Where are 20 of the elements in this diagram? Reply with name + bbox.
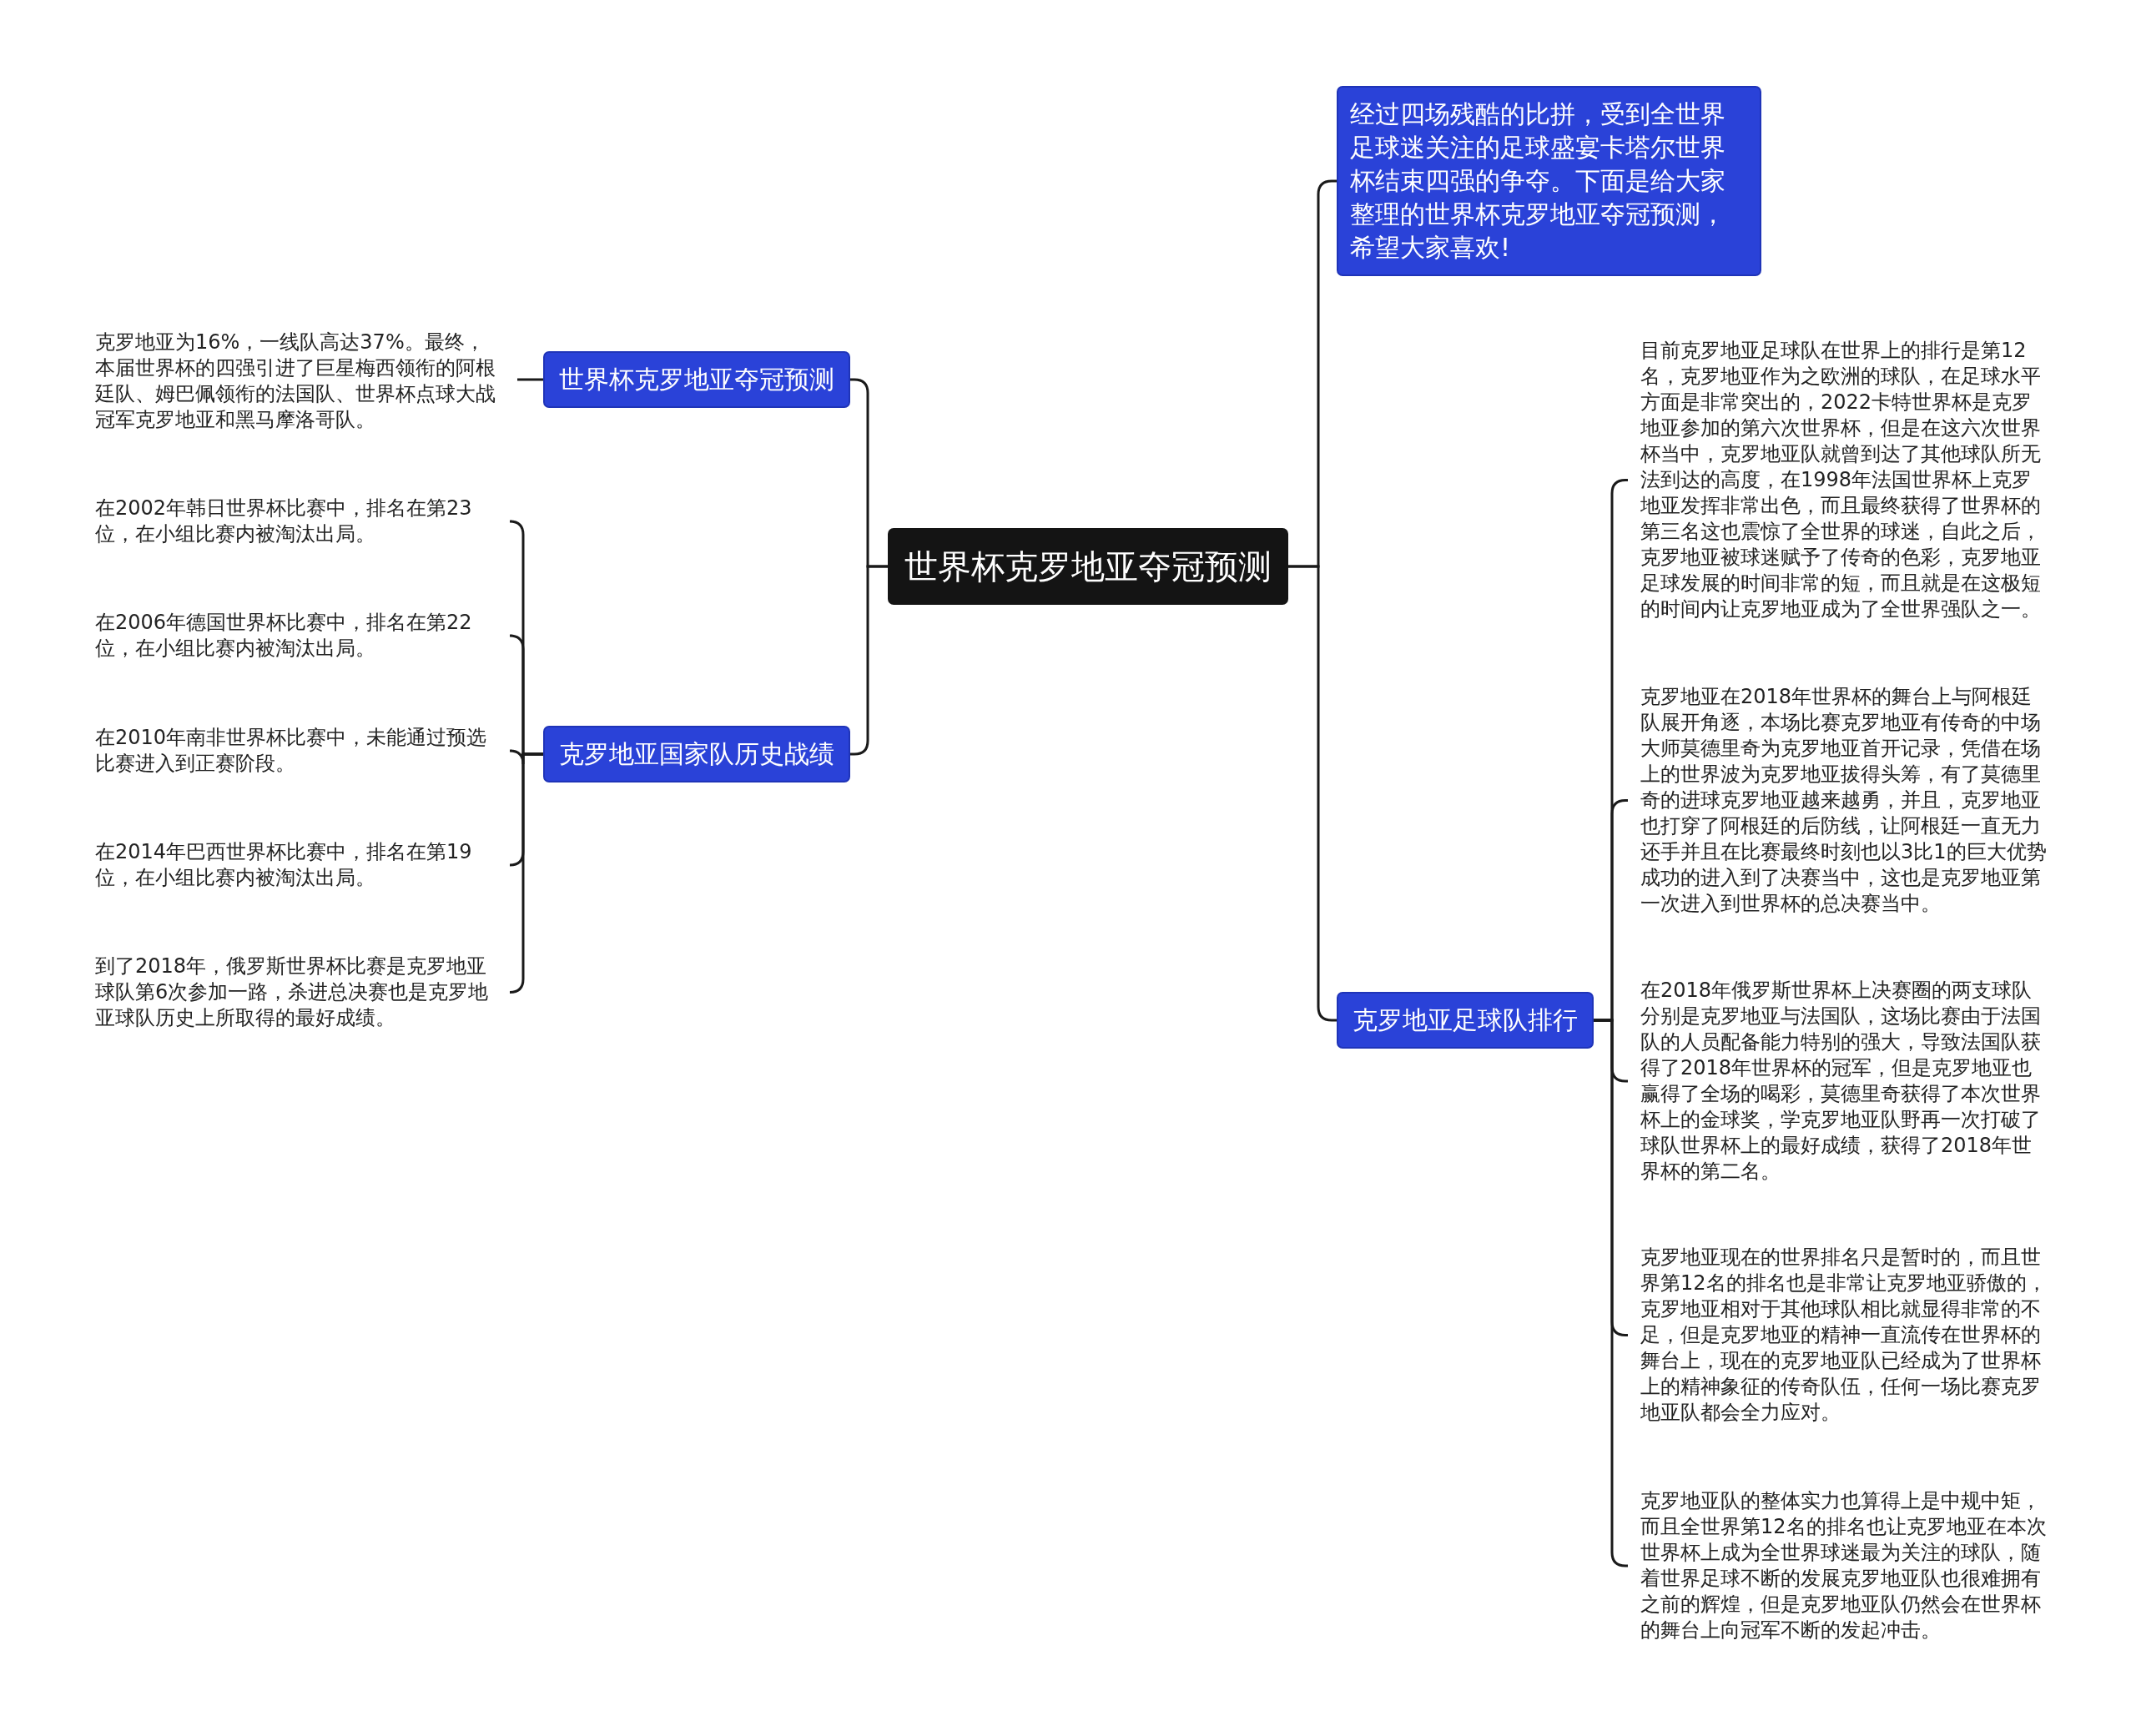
note-text: 在2006年德国世界杯比赛中，排名在第22位，在小组比赛内被淘汰出局。 [95,610,512,662]
note-text: 克罗地亚为16%，一线队高达37%。最终，本届世界杯的四强引进了巨星梅西领衔的阿根廷队、姆巴佩领衔的法国队、世界杯点球大战冠军克罗地亚和黑马摩洛哥队。 [95,330,517,433]
connector-line [1288,565,1337,1022]
topic-box: 克罗地亚国家队历史战绩 [543,726,850,782]
central-topic-box: 世界杯克罗地亚夺冠预测 [888,528,1288,605]
connector-line [508,752,543,994]
topic-box: 经过四场残酷的比拼，受到全世界足球迷关注的足球盛宴卡塔尔世界杯结束四强的争夺。下面是给大家整理的世界杯克罗地亚夺冠预测，希望大家喜欢! [1337,86,1761,276]
topic-box: 克罗地亚足球队排行 [1337,992,1594,1049]
connector-line [517,378,543,381]
note-text: 在2010年南非世界杯比赛中，未能通过预选比赛进入到正赛阶段。 [95,725,512,777]
note-text: 克罗地亚在2018年世界杯的舞台上与阿根廷队展开角逐，本场比赛克罗地亚有传奇的中场大师莫德里奇为克罗地亚首开记录，凭借在场上的世界波为克罗地亚拔得头筹，有了莫德里奇的进球克罗地亚越来越勇，并且，克罗地亚也打穿了阿根廷的后防线，让阿根廷一直无力还手并且在比赛最终时刻也以3比1的巨大优势成功的进入到了决赛当中，这也是克罗地亚第一次进入到世界杯的总决赛当中。 [1628,684,2049,917]
note-text: 克罗地亚现在的世界排名只是暂时的，而且世界第12名的排名也是非常让克罗地亚骄傲的，克罗地亚相对于其他球队相比就显得非常的不足，但是克罗地亚的精神一直流传在世界杯的舞台上，现在的克罗地亚队已经成为了世界杯上的精神象征的传奇队伍，任何一场比赛克罗地亚队都会全力应对。 [1628,1245,2049,1426]
note-text: 在2018年俄罗斯世界杯上决赛圈的两支球队分别是克罗地亚与法国队，这场比赛由于法国队的人员配备能力特别的强大，导致法国队获得了2018年世界杯的冠军，但是克罗地亚也赢得了全场的喝彩，莫德里奇获得了本次世界杯上的金球奖，学克罗地亚队野再一次打破了球队世界杯上的最好成绩，获得了2018年世界杯的第二名。 [1628,978,2049,1185]
note-text: 在2014年巴西世界杯比赛中，排名在第19位，在小组比赛内被淘汰出局。 [95,839,512,891]
note-text: 克罗地亚队的整体实力也算得上是中规中矩，而且全世界第12名的排名也让克罗地亚在本次世界杯上成为全世界球迷最为关注的球队，随着世界足球不断的发展克罗地亚队也很难拥有之前的辉煌，但是克罗地亚队仍然会在世界杯的舞台上向冠军不断的发起冲击。 [1628,1488,2049,1643]
note-text: 到了2018年，俄罗斯世界杯比赛是克罗地亚球队第6次参加一路，杀进总决赛也是克罗地亚球队历史上所取得的最好成绩。 [95,954,512,1031]
connector-line [850,565,888,756]
topic-box: 世界杯克罗地亚夺冠预测 [543,351,850,408]
note-text: 在2002年韩日世界杯比赛中，排名在第23位，在小组比赛内被淘汰出局。 [95,496,512,547]
note-text: 目前克罗地亚足球队在世界上的排行是第12名，克罗地亚作为之欧洲的球队，在足球水平方面是非常突出的，2022卡特世界杯是克罗地亚参加的第六次世界杯，但是在这六次世界杯当中，克罗地亚队就曾到达了其他球队所无法到达的高度，在1998年法国世界杯上克罗地亚发挥非常出色，而且最终获得了世界杯的第三名这也震惊了全世界的球迷，自此之后，克罗地亚被球迷赋予了传奇的色彩，克罗地亚足球发展的时间非常的短，而且就是在这极短的时间内让克罗地亚成为了全世界强队之一。 [1628,338,2049,622]
